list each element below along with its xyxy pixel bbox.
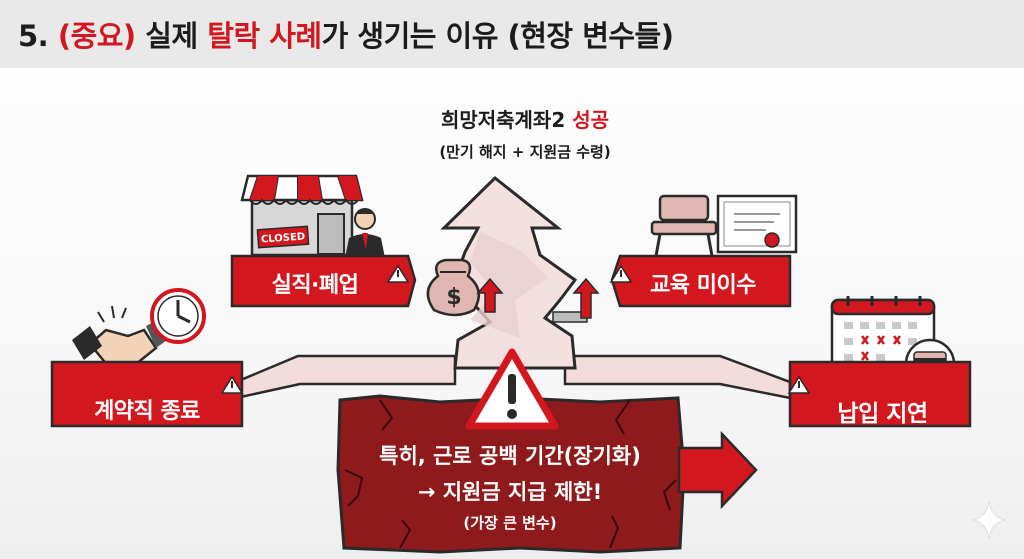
page-title: 5. (중요) 실제 탈락 사례가 생기는 이유 (현장 변수들) — [18, 13, 674, 55]
warning-triangle-icon — [465, 348, 559, 430]
central-warning-line3: (가장 큰 변수) — [463, 514, 557, 532]
central-warning-block — [336, 394, 758, 554]
clock-icon — [150, 288, 206, 344]
title-number: 5. — [18, 19, 49, 53]
job-loss-label: 실직·폐업 — [271, 273, 359, 298]
rise-arrow-right-icon — [552, 277, 600, 323]
central-warning-line1: 특히, 근로 공백 기간(장기화) — [379, 444, 641, 468]
closed-store-illustration: CLOSED — [240, 174, 385, 258]
payment-box — [787, 360, 972, 428]
education-box — [609, 254, 792, 308]
title-rest: 가 생기는 이유 (현장 변수들) — [321, 19, 674, 53]
title-important: (중요) — [57, 19, 136, 53]
chair-certificate-illustration — [650, 194, 798, 257]
sparkle-icon — [972, 500, 1006, 540]
goal-title-highlight: 성공 — [572, 108, 610, 132]
money-bag-icon: $ — [426, 258, 481, 317]
money-symbol: $ — [446, 285, 461, 310]
contract-label: 계약직 종료 — [94, 399, 200, 424]
title-word: 실제 — [145, 19, 198, 53]
job-loss-box — [230, 254, 417, 308]
goal-subtitle: (만기 해지 + 지원금 수령) — [439, 143, 611, 161]
goal-title: 희망저축계좌2 성공 — [340, 104, 710, 133]
goal-title-text: 희망저축계좌2 — [440, 108, 566, 132]
central-warning-text: 특히, 근로 공백 기간(장기화) → 지원금 지급 제한! (가장 큰 변수) — [345, 440, 675, 533]
header-bar: 5. (중요) 실제 탈락 사례가 생기는 이유 (현장 변수들) — [0, 0, 1024, 68]
closed-sign: CLOSED — [261, 231, 306, 245]
education-label: 교육 미이수 — [650, 273, 756, 298]
rise-arrow-left-icon — [476, 277, 504, 313]
payment-label: 납입 지연 — [837, 401, 928, 427]
goal-section: 희망저축계좌2 성공 (만기 해지 + 지원금 수령) — [340, 104, 710, 162]
central-warning-line2: → 지원금 지급 제한! — [417, 480, 603, 504]
title-highlight: 탈락 사례 — [207, 19, 322, 53]
contract-box — [50, 360, 244, 428]
